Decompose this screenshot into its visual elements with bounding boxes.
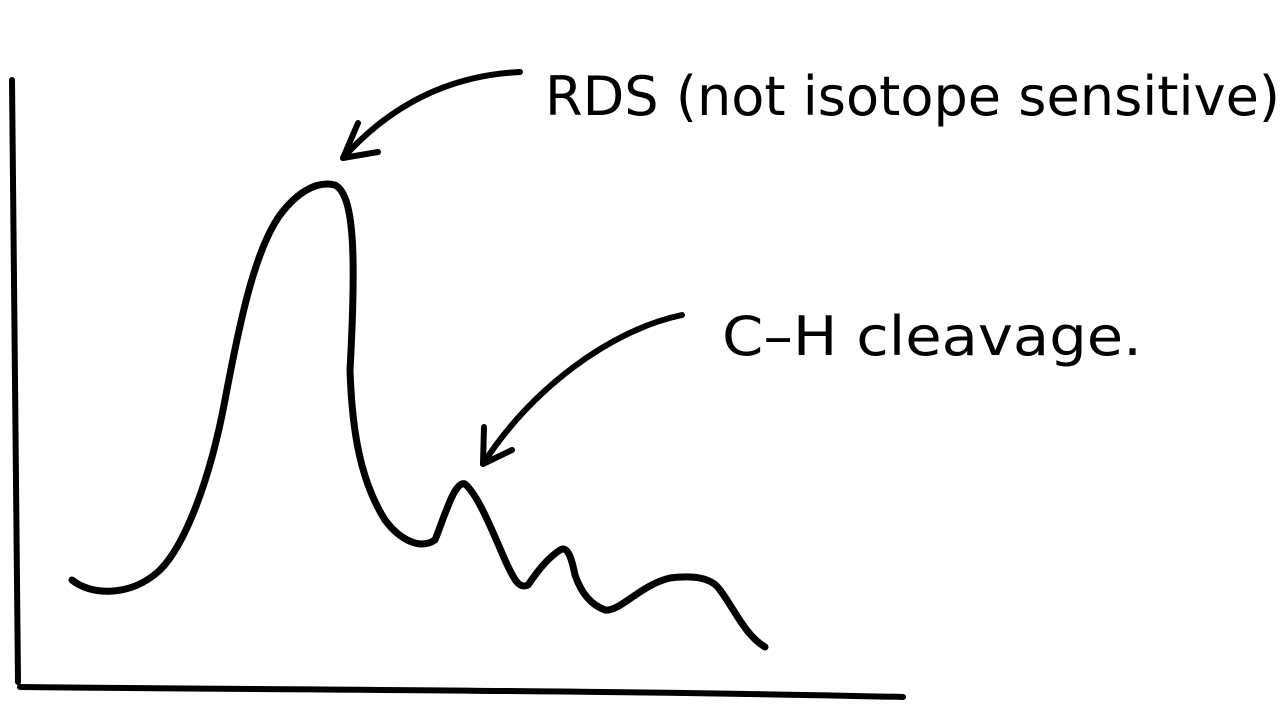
ch-arrow-head [480,424,515,467]
ch-arrow-shaft [480,312,685,467]
rds-arrow-shaft [340,69,523,161]
rds-arrow-head [340,120,381,161]
y-axis [9,77,21,685]
rds-label: RDS (not isotope sensitive) [545,65,1280,128]
energy-curve [68,180,769,651]
ch-cleavage-label: C–H cleavage. [722,305,1142,368]
x-axis [17,684,906,700]
